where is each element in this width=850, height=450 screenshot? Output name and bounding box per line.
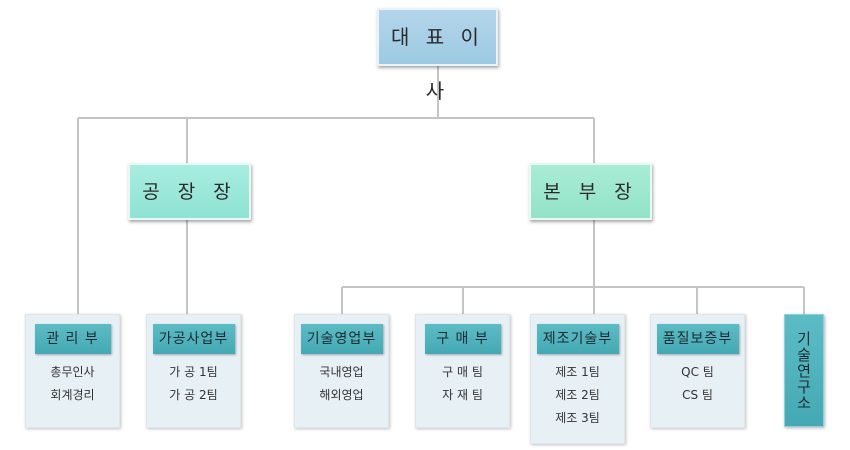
dept-label: 기술영업부 <box>300 324 383 354</box>
team-item: 회계경리 <box>50 388 95 402</box>
hq-manager-box: 본 부 장 <box>529 163 652 220</box>
team-item: 제조 1팀 <box>555 365 600 379</box>
dept-admin: 관 리 부 총무인사 회계경리 <box>25 314 120 428</box>
team-item: 국내영업 <box>319 365 364 379</box>
team-item: 제조 2팀 <box>555 388 600 402</box>
team-item: 자 재 팀 <box>442 388 483 402</box>
ceo-box: 대 표 이 사 <box>377 8 498 103</box>
research-lab-box: 기술연구소 <box>784 314 824 427</box>
team-item: CS 팀 <box>682 388 713 402</box>
dept-label: 품질보증부 <box>656 324 739 354</box>
dept-label: 가공사업부 <box>152 324 235 354</box>
team-item: QC 팀 <box>681 365 714 379</box>
dept-quality: 품질보증부 QC 팀 CS 팀 <box>650 314 745 428</box>
team-item: 가 공 2팀 <box>169 388 218 402</box>
dept-tech-sales: 기술영업부 국내영업 해외영업 <box>294 314 389 428</box>
dept-manufacturing: 제조기술부 제조 1팀 제조 2팀 제조 3팀 <box>530 314 625 444</box>
dept-purchasing: 구 매 부 구 매 팀 자 재 팀 <box>415 314 510 428</box>
team-item: 해외영업 <box>319 388 364 402</box>
team-item: 구 매 팀 <box>442 365 483 379</box>
dept-label: 구 매 부 <box>424 324 501 354</box>
dept-processing: 가공사업부 가 공 1팀 가 공 2팀 <box>146 314 241 428</box>
factory-manager-box: 공 장 장 <box>128 163 251 220</box>
team-item: 총무인사 <box>50 365 95 379</box>
dept-label: 제조기술부 <box>536 324 619 354</box>
team-item: 제조 3팀 <box>555 411 600 425</box>
dept-label: 관 리 부 <box>34 324 111 354</box>
team-item: 가 공 1팀 <box>169 365 218 379</box>
